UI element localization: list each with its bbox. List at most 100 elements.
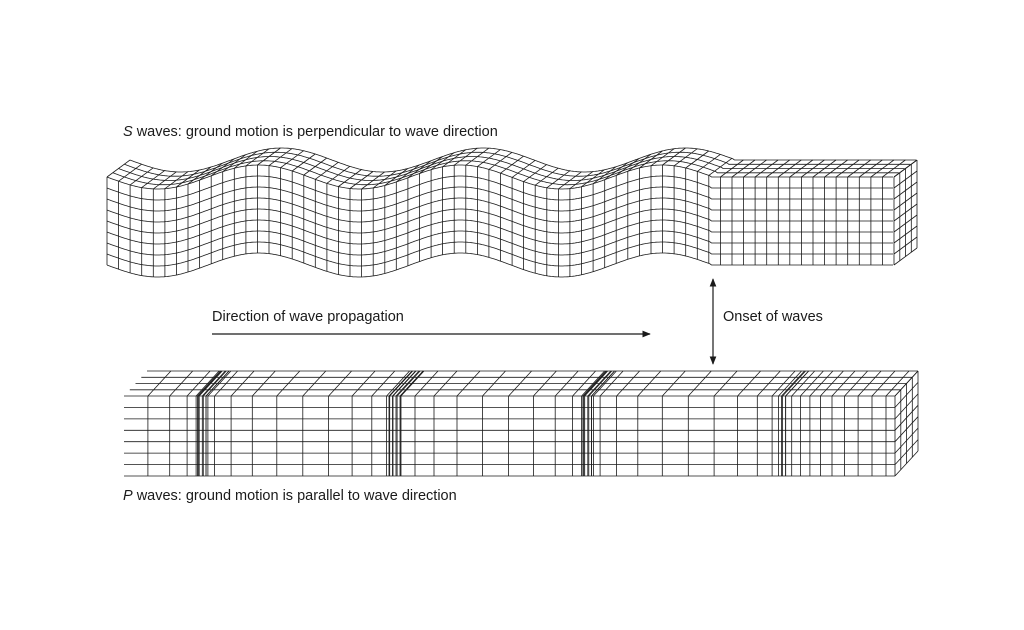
s-top-col xyxy=(303,157,328,176)
s-top-col xyxy=(615,158,640,176)
s-top-col xyxy=(708,158,733,176)
s-top-col xyxy=(882,159,906,178)
p-top-col xyxy=(508,370,532,397)
p-top-col xyxy=(591,370,615,397)
p-top-col xyxy=(894,370,919,397)
s-top-row xyxy=(124,151,911,177)
s-wave-letter: S xyxy=(123,124,133,140)
s-front-row xyxy=(106,175,893,201)
s-top-col xyxy=(627,153,652,172)
s-top-col xyxy=(534,167,559,186)
s-top-col xyxy=(419,156,443,174)
p-top-col xyxy=(781,370,805,397)
p-top-col xyxy=(713,370,738,397)
s-top-col xyxy=(673,148,698,167)
p-top-col xyxy=(396,370,421,397)
s-top-col xyxy=(384,168,409,186)
s-top-col xyxy=(222,154,246,173)
p-top-col xyxy=(482,370,506,397)
onset-label: Onset of waves xyxy=(723,309,823,325)
p-top-col xyxy=(169,370,193,397)
s-top-col xyxy=(118,163,142,182)
s-top-col xyxy=(315,161,339,180)
p-top-col xyxy=(195,370,220,397)
p-top-col xyxy=(831,370,856,397)
s-front-row xyxy=(106,208,893,234)
s-top-row xyxy=(129,147,916,173)
s-front-row xyxy=(106,241,893,267)
s-front-row xyxy=(106,197,893,223)
s-front-row xyxy=(106,230,893,256)
s-top-col xyxy=(349,171,374,189)
p-top-col xyxy=(616,370,640,397)
p-top-col xyxy=(386,370,410,397)
p-top-col xyxy=(582,370,607,397)
p-top-col xyxy=(871,370,896,397)
s-top-col xyxy=(523,164,547,182)
p-top-col xyxy=(587,370,612,397)
p-wave-caption-text: waves: ground motion is parallel to wave… xyxy=(132,488,457,504)
s-top-row xyxy=(118,156,905,181)
p-top-col xyxy=(637,370,662,397)
s-top-col xyxy=(268,148,293,166)
s-top-col xyxy=(766,159,790,178)
p-top-col xyxy=(771,370,796,397)
s-top-col xyxy=(801,159,825,178)
p-top-col xyxy=(588,370,613,397)
p-wave-caption: P waves: ground motion is parallel to wa… xyxy=(123,487,457,505)
s-top-col xyxy=(893,159,918,178)
s-top-col xyxy=(488,152,513,170)
p-top-col xyxy=(554,370,579,397)
s-top-col xyxy=(812,159,837,178)
s-top-col xyxy=(743,159,767,178)
p-top-col xyxy=(395,370,420,397)
p-top-col xyxy=(205,370,230,397)
s-top-col xyxy=(141,170,165,188)
p-top-col xyxy=(599,370,624,397)
s-top-col xyxy=(500,155,524,174)
p-top-col xyxy=(414,370,439,397)
p-top-col xyxy=(197,370,221,397)
p-top-col xyxy=(389,370,413,397)
s-top-col xyxy=(442,149,466,168)
p-top-col xyxy=(533,370,557,397)
p-top-col xyxy=(820,370,844,397)
s-top-col xyxy=(129,167,154,186)
s-top-col xyxy=(789,159,814,178)
p-top-col xyxy=(203,370,227,397)
p-top-col xyxy=(371,370,396,397)
s-top-col xyxy=(870,159,895,178)
s-top-col xyxy=(453,147,478,166)
p-top-col xyxy=(328,370,352,397)
propagation-label: Direction of wave propagation xyxy=(212,309,404,325)
s-top-col xyxy=(326,165,351,184)
s-top-col xyxy=(558,171,582,190)
s-top-col xyxy=(199,162,223,181)
s-top-col xyxy=(731,159,756,178)
s-top-col xyxy=(372,170,397,189)
p-top-col xyxy=(186,370,211,397)
s-top-col xyxy=(650,148,675,167)
s-wave-caption-text: waves: ground motion is perpendicular to… xyxy=(132,124,498,140)
p-top-col xyxy=(584,370,608,397)
s-top-col xyxy=(778,159,802,178)
p-top-col xyxy=(782,370,806,397)
s-top-col xyxy=(720,159,744,178)
p-top-col xyxy=(399,370,424,397)
p-top-col xyxy=(388,370,413,397)
p-top-col xyxy=(198,370,223,397)
p-top-col xyxy=(276,370,301,397)
s-top-col xyxy=(361,171,385,190)
s-top-col xyxy=(546,170,571,189)
p-top-col xyxy=(800,370,824,397)
p-top-col xyxy=(791,370,815,397)
p-top-col xyxy=(737,370,761,397)
s-top-col xyxy=(511,160,536,178)
p-top-col xyxy=(147,370,172,397)
s-top-col xyxy=(835,159,860,178)
p-top-col xyxy=(885,370,910,397)
s-top-col xyxy=(639,150,663,169)
s-top-col xyxy=(662,147,686,166)
p-top-col xyxy=(214,370,238,397)
